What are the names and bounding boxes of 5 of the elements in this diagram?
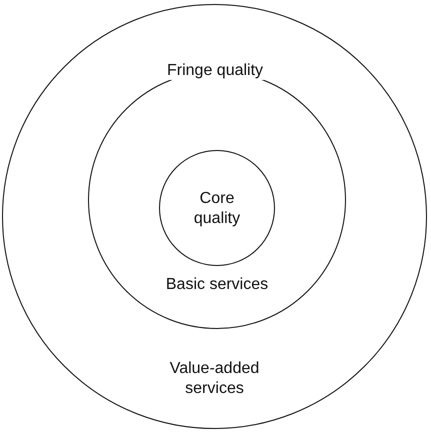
ring-label: Basic services <box>166 275 268 295</box>
ring-circle <box>159 150 275 266</box>
ring-border-label: Fringe quality <box>165 62 266 80</box>
ring-label: Value-added services <box>168 359 260 399</box>
ring-label: Core quality <box>192 189 242 229</box>
